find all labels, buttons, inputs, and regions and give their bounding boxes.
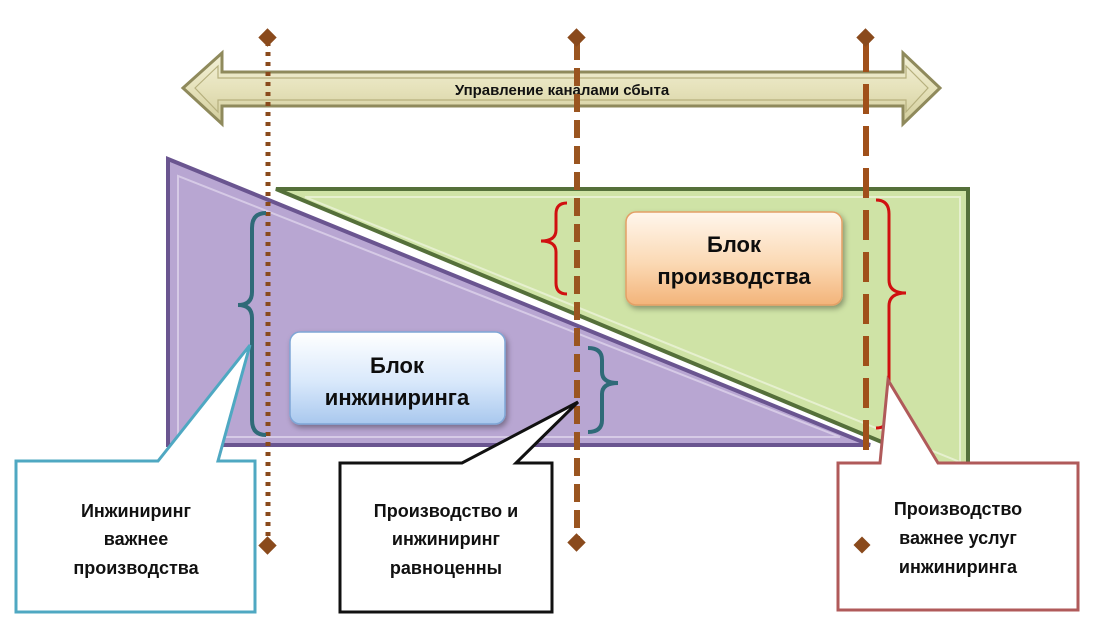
callout-right-line3: инжиниринга [899,557,1018,577]
center-dashed-line [567,28,586,552]
engineering-block-line2: инжиниринга [325,385,470,410]
production-block: Блок производства [625,211,843,306]
arrow-body [180,49,943,128]
bottom-diamond-icon [567,533,586,552]
production-block-line2: производства [657,264,811,289]
callout-center-line3: равноценны [390,558,502,578]
bottom-diamond-icon [258,536,277,555]
callout-equal-priority: Производство и инжиниринг равноценны [338,400,580,614]
callout-right-line1: Производство [894,499,1022,519]
top-diamond-icon [856,28,875,47]
callout-center-line1: Производство и [374,501,518,521]
callout-right-line2: важнее услуг [899,528,1017,548]
center-teal-brace-icon [587,346,619,434]
callout-left-line1: Инжиниринг [81,501,192,521]
arrow-inner-outline [194,64,929,114]
callout-center-line2: инжиниринг [392,529,501,549]
engineering-block-line1: Блок [370,353,425,378]
production-block-line1: Блок [707,232,762,257]
top-diamond-icon [258,28,277,47]
callout-engineering-priority: Инжиниринг важнее производства [14,344,257,614]
callout-production-priority: Производство важнее услуг инжиниринга [836,375,1080,612]
callout-left-line2: важнее [104,529,169,549]
top-diamond-icon [567,28,586,47]
left-dotted-line [258,28,277,555]
right-line-end-diamond-icon [853,536,871,554]
arrow-label: Управление каналами сбыта [455,82,670,99]
sales-channel-arrow: Управление каналами сбыта [180,49,943,128]
engineering-block: Блок инжиниринга [289,331,506,425]
center-red-brace-icon [540,201,568,296]
callout-left-line3: производства [73,558,199,578]
left-teal-brace-icon [237,211,267,437]
